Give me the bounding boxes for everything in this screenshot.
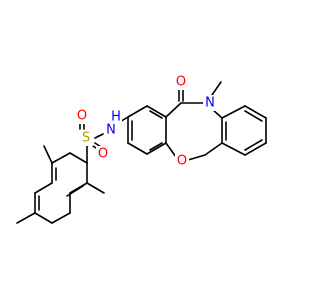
bond [86, 182, 105, 194]
sulfur-atom: S [82, 131, 90, 146]
bond [244, 139, 263, 151]
bond [211, 81, 222, 96]
bond [34, 212, 53, 224]
bond [165, 142, 177, 158]
bond [146, 105, 167, 118]
bond [69, 152, 88, 164]
bond [244, 142, 267, 156]
bond [244, 110, 263, 122]
bond [204, 142, 223, 156]
molecule-svg: S O O N H O N O [16, 74, 267, 224]
bond [149, 142, 163, 151]
bond [94, 133, 104, 139]
ether-oxygen: O [177, 154, 187, 169]
bond [43, 145, 53, 164]
bond [165, 102, 182, 118]
amide-nitrogen: N [106, 123, 116, 138]
ketone-oxygen: O [176, 75, 186, 90]
bond [16, 212, 36, 224]
bond [51, 152, 71, 164]
bond [187, 154, 206, 161]
bond [146, 142, 167, 155]
amide-hydrogen: H [111, 110, 121, 125]
bonds [16, 81, 267, 224]
bond [221, 142, 246, 156]
ring-nitrogen: N [205, 96, 215, 111]
sulfonyl-oxygen-top: O [77, 109, 87, 124]
bond [149, 110, 163, 119]
sulfonyl-oxygen-bottom: O [98, 147, 108, 162]
bond [221, 105, 246, 119]
atom-labels: S O O N H O N O [75, 74, 217, 169]
bond [51, 212, 71, 224]
bond [244, 105, 267, 119]
bond [127, 105, 148, 118]
bond [127, 142, 148, 155]
bond [66, 185, 84, 197]
bond [34, 182, 53, 194]
structure-diagram: S O O N H O N O [16, 74, 267, 224]
